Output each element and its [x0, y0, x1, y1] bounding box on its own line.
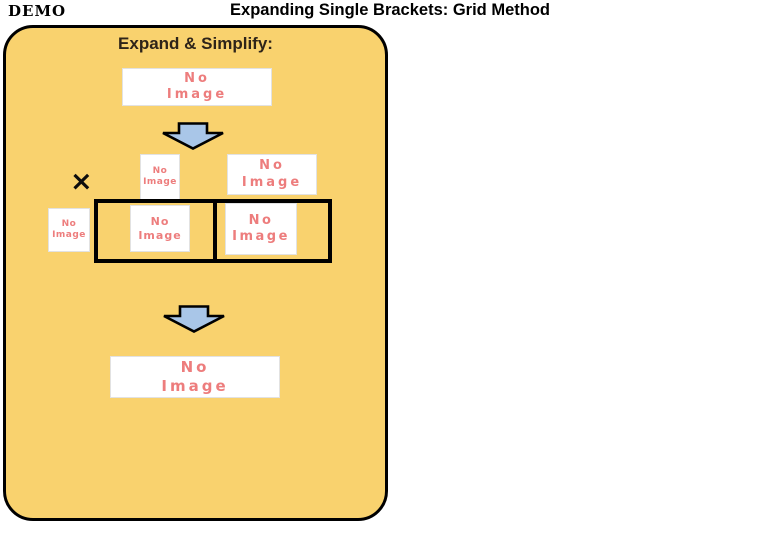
no-image-label-line2: Image [138, 228, 182, 242]
grid-cell-1-placeholder: No Image [130, 205, 190, 252]
no-image-label-line2: Image [161, 377, 229, 395]
grid-col-header-2-placeholder: No Image [227, 154, 317, 195]
grid-cell-1 [98, 203, 217, 259]
demo-label: DEMO [8, 2, 67, 20]
no-image-label-line2: Image [166, 87, 228, 102]
no-image-label-line2: Image [52, 230, 86, 240]
no-image-label-line1: No [180, 358, 210, 377]
grid-col-header-1-placeholder: No Image [140, 154, 180, 200]
no-image-label-line2: Image [241, 174, 303, 190]
grid-table [94, 199, 332, 263]
slide-title: Expanding Single Brackets: Grid Method [230, 1, 550, 19]
no-image-label-line1: No [259, 158, 285, 174]
answer-image-placeholder: No Image [110, 356, 280, 398]
no-image-label-line1: No [150, 214, 170, 228]
down-arrow-icon [162, 122, 224, 150]
no-image-label-line1: No [184, 70, 210, 86]
down-arrow-icon [163, 305, 225, 333]
no-image-label-line2: Image [143, 177, 177, 187]
grid-cell-2-placeholder: No Image [225, 203, 297, 255]
multiply-sign: × [70, 166, 93, 197]
slide-panel [3, 25, 388, 521]
question-image-placeholder: No Image [122, 68, 272, 106]
panel-heading: Expand & Simplify: [118, 34, 273, 53]
no-image-label-line1: No [248, 212, 274, 228]
no-image-label-line1: No [61, 218, 77, 229]
no-image-label-line1: No [152, 165, 168, 176]
no-image-label-line2: Image [232, 229, 290, 244]
grid-row-label-placeholder: No Image [48, 208, 90, 252]
